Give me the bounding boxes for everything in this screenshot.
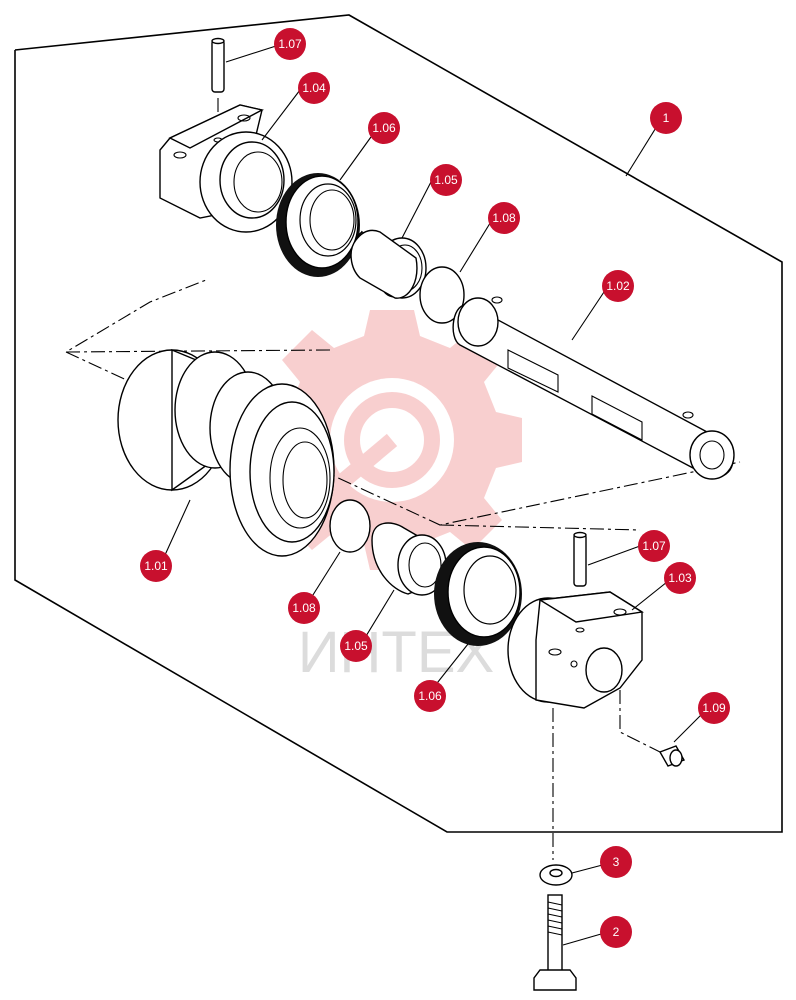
bolt	[533, 894, 577, 991]
callout-label: 1.02	[606, 279, 630, 293]
callout-label: 1.06	[418, 689, 442, 703]
callout-label: 3	[613, 855, 620, 869]
callout-1-06-top[interactable]: 1.06	[368, 112, 400, 144]
bushing-top	[350, 229, 427, 299]
callout-label: 1.08	[292, 601, 316, 615]
callout-label: 1.03	[668, 571, 692, 585]
callout-1-07-bottom[interactable]: 1.07	[638, 530, 670, 562]
bracket-top	[159, 104, 293, 233]
callout-label: 1.09	[702, 701, 726, 715]
callout-2[interactable]: 2	[600, 916, 632, 948]
callout-1-06-bottom[interactable]: 1.06	[414, 680, 446, 712]
callout-1-04[interactable]: 1.04	[298, 72, 330, 104]
callout-label: 1.08	[492, 211, 516, 225]
callout-label: 1	[663, 111, 670, 125]
callout-label: 2	[613, 925, 620, 939]
seal-top	[276, 173, 360, 277]
callout-label: 1.05	[344, 639, 368, 653]
callout-label: 1.01	[144, 559, 168, 573]
callout-1-02[interactable]: 1.02	[602, 270, 634, 302]
shaft	[452, 296, 735, 480]
callout-1[interactable]: 1	[650, 102, 682, 134]
callout-label: 1.07	[642, 539, 666, 553]
callout-1-05-bottom[interactable]: 1.05	[340, 630, 372, 662]
callout-1-03[interactable]: 1.03	[664, 562, 696, 594]
callout-1-08-top[interactable]: 1.08	[488, 202, 520, 234]
callout-1-05-top[interactable]: 1.05	[430, 164, 462, 196]
callout-1-08-bottom[interactable]: 1.08	[288, 592, 320, 624]
callout-1-01[interactable]: 1.01	[140, 550, 172, 582]
pin-top	[211, 37, 225, 93]
pin-bottom	[573, 531, 587, 587]
callout-1-07-top[interactable]: 1.07	[274, 28, 306, 60]
callout-label: 1.07	[278, 37, 302, 51]
callout-1-09[interactable]: 1.09	[698, 692, 730, 724]
roller	[117, 348, 335, 557]
assembly-boundary	[14, 14, 783, 833]
seal-bottom	[434, 542, 522, 646]
bushing-bottom	[371, 522, 447, 596]
callout-3[interactable]: 3	[600, 846, 632, 878]
washer	[539, 864, 573, 886]
callout-label: 1.06	[372, 121, 396, 135]
callout-label: 1.05	[434, 173, 458, 187]
callout-label: 1.04	[302, 81, 326, 95]
bracket-bottom	[507, 591, 644, 709]
oring-top	[419, 266, 465, 324]
oring-bottom	[329, 499, 371, 553]
grease-fitting	[658, 745, 686, 767]
